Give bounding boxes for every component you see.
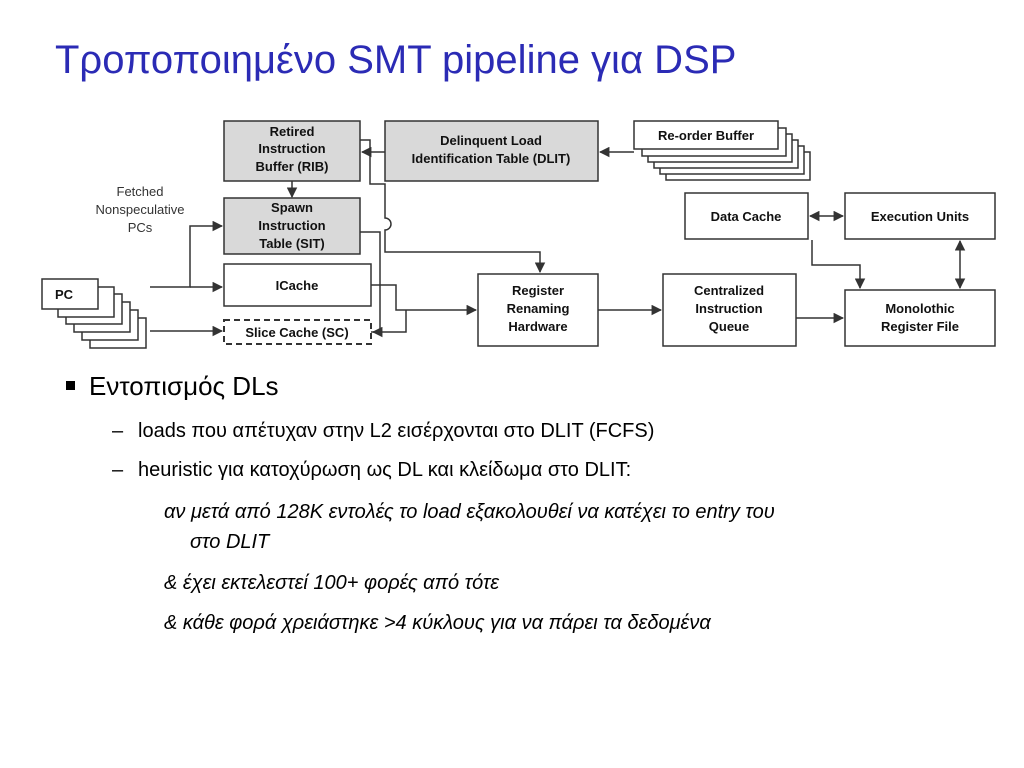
rib-label-1: Retired	[270, 124, 315, 139]
slice-cache-box: Slice Cache (SC)	[223, 319, 372, 345]
sit-box: Spawn Instruction Table (SIT)	[223, 197, 361, 255]
rename-label-3: Hardware	[508, 319, 567, 334]
bullet-main-text: Εντοπισμός DLs	[89, 371, 279, 401]
data-cache-label: Data Cache	[711, 209, 782, 224]
execution-units-box: Execution Units	[844, 192, 996, 240]
execution-units-label: Execution Units	[871, 209, 969, 224]
dlit-label-2: Identification Table (DLIT)	[412, 151, 571, 166]
fetched-pcs-label-1: Fetched	[117, 184, 164, 199]
register-file-box: Monolothic Register File	[844, 289, 996, 347]
sub-bullet-1-text: loads που απέτυχαν στην L2 εισέρχονται σ…	[138, 420, 655, 442]
slice-cache-label: Slice Cache (SC)	[245, 325, 348, 340]
rename-label-2: Renaming	[507, 301, 570, 316]
ciq-label-2: Instruction	[695, 301, 762, 316]
reorder-buffer-label: Re-order Buffer	[658, 128, 754, 143]
icache-label: ICache	[276, 278, 319, 293]
square-bullet-icon	[66, 380, 75, 390]
dash-bullet-icon: –	[112, 459, 124, 481]
sit-label-3: Table (SIT)	[259, 236, 324, 251]
ciq-label-3: Queue	[709, 319, 749, 334]
register-file-label-2: Register File	[881, 319, 959, 334]
detail-1: αν μετά από 128K εντολές το load εξακολο…	[164, 501, 775, 523]
dlit-label-1: Delinquent Load	[440, 133, 542, 148]
dash-bullet-icon: –	[112, 420, 124, 442]
rename-label-1: Register	[512, 283, 564, 298]
slide-title: Τροποποιημένο SMT pipeline για DSP	[55, 38, 737, 82]
ciq-label-1: Centralized	[694, 283, 764, 298]
sit-label-2: Instruction	[258, 218, 325, 233]
rib-box: Retired Instruction Buffer (RIB)	[223, 120, 361, 182]
diagram-connectors	[150, 139, 966, 338]
rib-label-3: Buffer (RIB)	[256, 159, 329, 174]
sub-bullet-1: –loads που απέτυχαν στην L2 εισέρχονται …	[112, 420, 654, 443]
data-cache-box: Data Cache	[684, 192, 809, 240]
dlit-box: Delinquent Load Identification Table (DL…	[384, 120, 599, 182]
sub-bullet-2: –heuristic για κατοχύρωση ως DL και κλεί…	[112, 459, 631, 482]
sub-bullet-2-text: heuristic για κατοχύρωση ως DL και κλείδ…	[138, 459, 632, 481]
pc-stack: PC	[41, 278, 147, 349]
detail-2: & έχει εκτελεστεί 100+ φορές από τότε	[164, 572, 500, 594]
fetched-pcs-label-3: PCs	[128, 220, 153, 235]
pc-label: PC	[55, 287, 74, 302]
icache-box: ICache	[223, 263, 372, 307]
bullet-main: Εντοπισμός DLs	[66, 371, 279, 402]
register-file-label-1: Monolothic	[885, 301, 954, 316]
detail-1-continued: στο DLIT	[190, 531, 270, 553]
rename-box: Register Renaming Hardware	[477, 273, 599, 347]
detail-3: & κάθε φορά χρειάστηκε >4 κύκλους για να…	[164, 612, 711, 634]
sit-label-1: Spawn	[271, 200, 313, 215]
ciq-box: Centralized Instruction Queue	[662, 273, 797, 347]
rib-label-2: Instruction	[258, 141, 325, 156]
fetched-pcs-label-2: Nonspeculative	[96, 202, 185, 217]
reorder-buffer-stack: Re-order Buffer	[633, 120, 811, 181]
